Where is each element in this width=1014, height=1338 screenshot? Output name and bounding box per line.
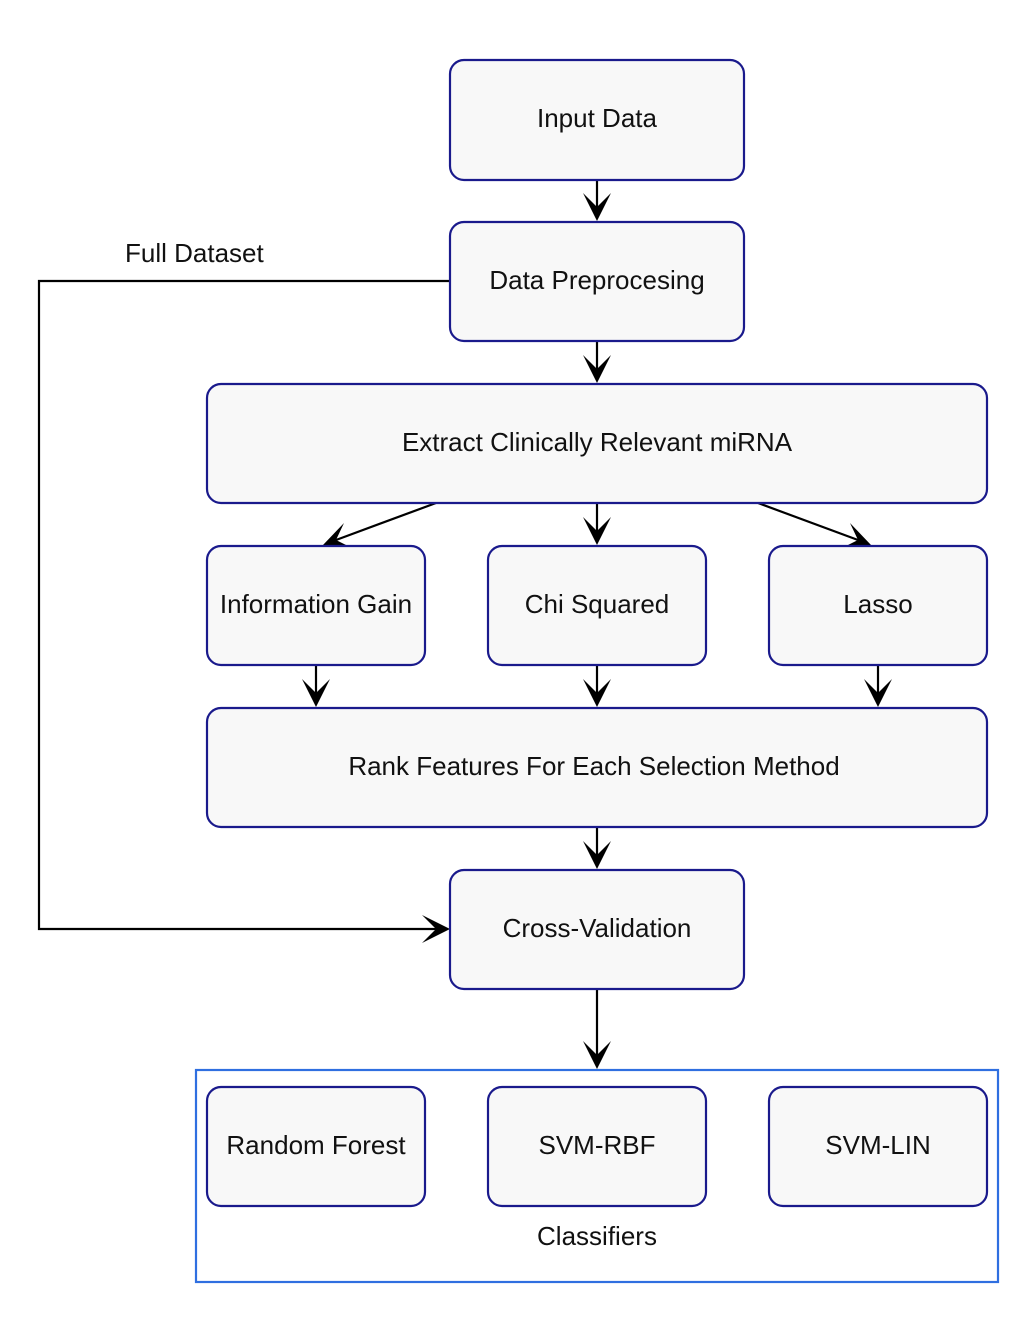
arrow-head-icon: [583, 355, 611, 383]
arrow-head-icon: [302, 679, 330, 707]
arrow-head-icon: [583, 1041, 611, 1069]
edge-extract-to-information-gain: [335, 501, 437, 542]
arrow-head-icon: [864, 679, 892, 707]
edge-extract-to-lasso: [757, 501, 859, 542]
node-input-data-label: Input Data: [537, 103, 658, 133]
node-cross-validation: Cross-Validation: [448, 868, 746, 991]
arrow-head-icon: [583, 841, 611, 869]
arrow-head-icon: [583, 193, 611, 221]
node-data-preprocessing: Data Preprocesing: [448, 220, 746, 343]
node-rank-features: Rank Features For Each Selection Method: [205, 706, 989, 829]
edges: [37, 180, 880, 1060]
node-input-data: Input Data: [448, 58, 746, 182]
node-extract-mirna: Extract Clinically Relevant miRNA: [205, 382, 989, 505]
arrow-heads: [302, 193, 892, 1069]
node-lasso: Lasso: [767, 544, 989, 667]
arrow-head-icon: [583, 679, 611, 707]
arrow-head-icon: [840, 523, 871, 549]
node-chi-squared-label: Chi Squared: [525, 589, 670, 619]
node-chi-squared: Chi Squared: [486, 544, 708, 667]
full-dataset-edge-label: Full Dataset: [125, 238, 264, 268]
node-svm-lin: SVM-LIN: [767, 1085, 989, 1208]
node-random-forest: Random Forest: [205, 1085, 427, 1208]
node-lasso-label: Lasso: [843, 589, 912, 619]
classifiers-group-label: Classifiers: [537, 1221, 657, 1251]
node-extract-mirna-label: Extract Clinically Relevant miRNA: [402, 427, 793, 457]
node-random-forest-label: Random Forest: [226, 1130, 406, 1160]
arrow-head-icon: [422, 915, 450, 943]
node-information-gain: Information Gain: [205, 544, 427, 667]
node-data-preprocessing-label: Data Preprocesing: [489, 265, 704, 295]
arrow-head-icon: [583, 517, 611, 545]
node-svm-rbf-label: SVM-RBF: [539, 1130, 656, 1160]
node-rank-features-label: Rank Features For Each Selection Method: [348, 751, 839, 781]
classifiers-group: [194, 1068, 1000, 1284]
node-information-gain-label: Information Gain: [220, 589, 412, 619]
node-svm-lin-label: SVM-LIN: [825, 1130, 930, 1160]
edge-full-dataset: [37, 279, 450, 931]
node-svm-rbf: SVM-RBF: [486, 1085, 708, 1208]
node-cross-validation-label: Cross-Validation: [503, 913, 692, 943]
arrow-head-icon: [323, 523, 354, 549]
